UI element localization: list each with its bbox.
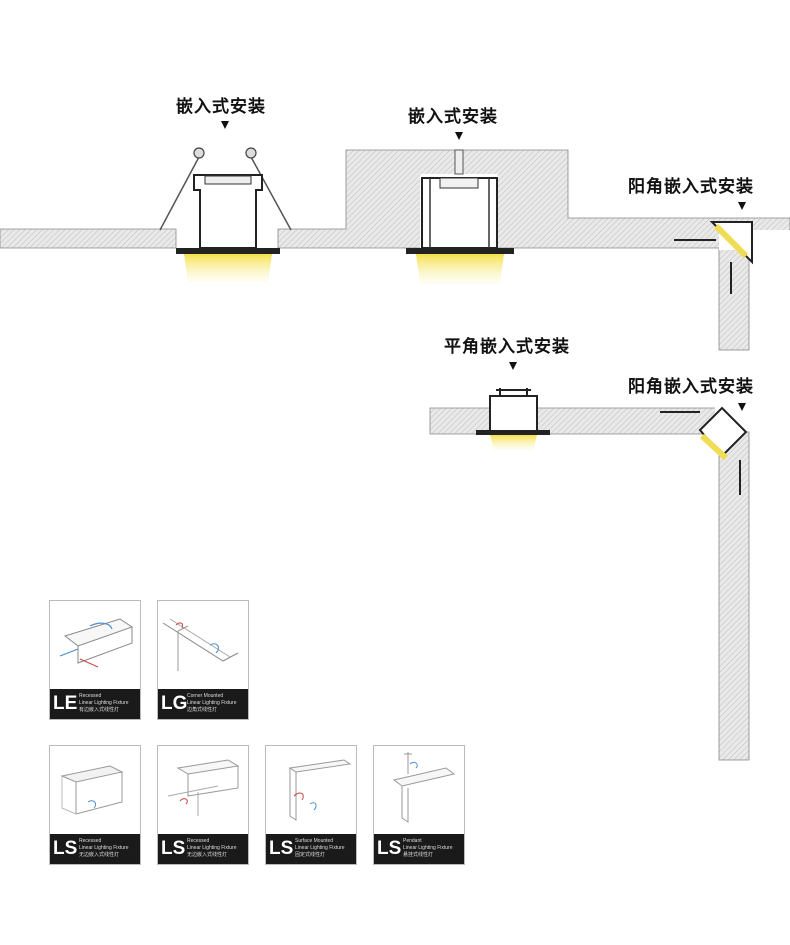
card-desc-line: 固定式线性灯 bbox=[295, 852, 326, 858]
ceiling-top bbox=[0, 149, 790, 249]
card-desc-line: Corner Mounted bbox=[187, 693, 224, 699]
outer-corner-fixture-2 bbox=[660, 404, 750, 761]
card-desc-line: Linear Lighting Fixture bbox=[79, 700, 129, 706]
product-card-lg: LG Corner Mounted Linear Lighting Fixtur… bbox=[157, 600, 249, 720]
card-desc-line: Linear Lighting Fixture bbox=[295, 845, 345, 851]
fixture-sketch-icon bbox=[162, 618, 239, 671]
card-desc-line: 悬挂式线性灯 bbox=[403, 852, 434, 858]
fixture-sketch-icon bbox=[59, 618, 134, 668]
marker-recessed-2 bbox=[455, 132, 463, 140]
product-card-ls-2: LS Recessed Linear Lighting Fixture 无边嵌入… bbox=[157, 745, 249, 865]
card-desc-line: Linear Lighting Fixture bbox=[187, 700, 237, 706]
product-card-ls-3: LS Surface Mounted Linear Lighting Fixtu… bbox=[265, 745, 357, 865]
fixture-sketch-icon bbox=[288, 759, 352, 821]
recessed-fixture-1 bbox=[159, 147, 292, 282]
card-desc-line: Pendant bbox=[403, 838, 422, 844]
label-outer-corner-2: 阳角嵌入式安装 bbox=[628, 377, 754, 397]
fixture-sketch-icon bbox=[167, 759, 240, 816]
recessed-fixture-2 bbox=[406, 149, 514, 284]
card-code: LS bbox=[269, 838, 294, 859]
card-desc-line: Linear Lighting Fixture bbox=[79, 845, 129, 851]
card-desc-line: Recessed bbox=[79, 693, 102, 699]
label-outer-corner-1: 阳角嵌入式安装 bbox=[628, 177, 754, 197]
card-desc-line: Surface Mounted bbox=[295, 838, 334, 844]
card-desc-line: Linear Lighting Fixture bbox=[403, 845, 453, 851]
outer-corner-fixture-1 bbox=[674, 221, 790, 351]
label-flat-corner: 平角嵌入式安装 bbox=[444, 337, 570, 357]
product-card-le: LE Recessed Linear Lighting Fixture 有边嵌入… bbox=[49, 600, 141, 720]
card-code: LS bbox=[161, 838, 186, 859]
marker-recessed-1 bbox=[221, 121, 229, 129]
marker-outer-corner-2 bbox=[738, 403, 746, 411]
card-code: LS bbox=[377, 838, 402, 859]
fixture-sketch-icon bbox=[392, 752, 456, 823]
card-desc-line: 无边嵌入式线性灯 bbox=[79, 852, 120, 858]
card-desc-line: Recessed bbox=[79, 838, 102, 844]
fixture-sketch-icon bbox=[60, 765, 124, 815]
marker-outer-corner-1 bbox=[738, 202, 746, 210]
card-desc-line: 无边嵌入式线性灯 bbox=[187, 852, 228, 858]
card-desc-line: Linear Lighting Fixture bbox=[187, 845, 237, 851]
card-code: LE bbox=[53, 693, 78, 714]
product-card-ls-4: LS Pendant Linear Lighting Fixture 悬挂式线性… bbox=[373, 745, 465, 865]
card-desc-line: Recessed bbox=[187, 838, 210, 844]
product-card-ls-1: LS Recessed Linear Lighting Fixture 无边嵌入… bbox=[49, 745, 141, 865]
card-code: LS bbox=[53, 838, 78, 859]
card-desc-line: 边角式线性灯 bbox=[187, 707, 218, 713]
label-recessed-2: 嵌入式安装 bbox=[408, 107, 498, 127]
card-code: LG bbox=[161, 693, 188, 714]
flat-corner-fixture bbox=[429, 388, 721, 450]
label-recessed-1: 嵌入式安装 bbox=[176, 97, 266, 117]
card-desc-line: 有边嵌入式线性灯 bbox=[79, 707, 120, 713]
marker-flat-corner bbox=[509, 362, 517, 370]
